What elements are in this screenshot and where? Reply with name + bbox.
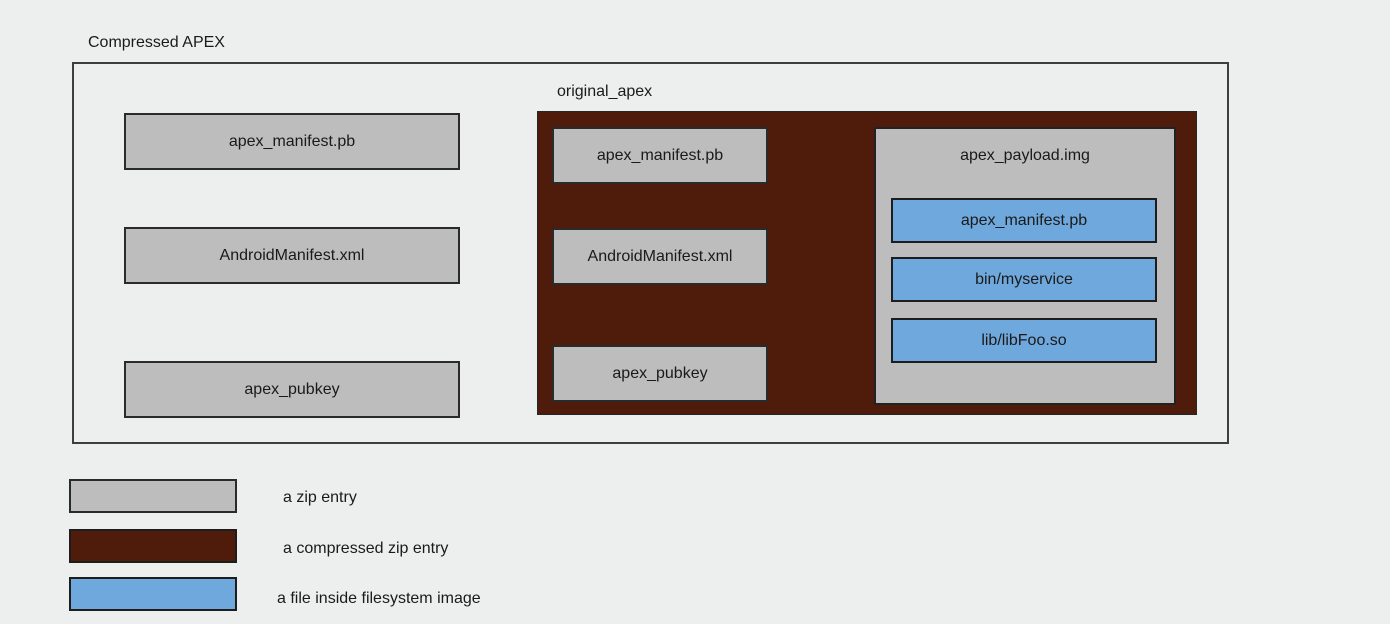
legend-swatch-compressed-zip-entry [69,529,237,563]
original-apex-zip-entry-apex-manifest: apex_manifest.pb [552,127,768,184]
legend-label-zip-entry: a zip entry [283,489,357,506]
payload-file-bin-myservice: bin/myservice [891,257,1157,302]
legend-swatch-zip-entry [69,479,237,513]
apex-payload-label: apex_payload.img [960,147,1090,164]
zip-entry-apex-pubkey: apex_pubkey [124,361,460,418]
original-apex-compressed-entry: apex_manifest.pb AndroidManifest.xml ape… [537,111,1197,415]
original-apex-zip-entry-apex-pubkey: apex_pubkey [552,345,768,402]
zip-entry-label: AndroidManifest.xml [219,246,365,264]
zip-entry-android-manifest: AndroidManifest.xml [124,227,460,284]
payload-file-apex-manifest: apex_manifest.pb [891,198,1157,243]
zip-entry-apex-manifest: apex_manifest.pb [124,113,460,170]
apex-payload-image: apex_payload.img apex_manifest.pb bin/my… [874,127,1176,405]
zip-entry-label: apex_pubkey [244,380,340,398]
payload-file-label: apex_manifest.pb [960,211,1088,229]
payload-file-lib-libfoo: lib/libFoo.so [891,318,1157,363]
legend-label-compressed-zip-entry: a compressed zip entry [283,540,449,557]
zip-entry-label: apex_manifest.pb [596,146,724,164]
zip-entry-label: AndroidManifest.xml [587,247,733,265]
diagram-title: Compressed APEX [88,34,225,51]
original-apex-zip-entry-android-manifest: AndroidManifest.xml [552,228,768,285]
original-apex-label: original_apex [557,83,653,100]
zip-entry-label: apex_pubkey [612,364,708,382]
compressed-apex-container [72,62,1229,444]
legend-swatch-filesystem-image-file [69,577,237,611]
zip-entry-label: apex_manifest.pb [228,132,356,150]
legend-label-filesystem-image-file: a file inside filesystem image [277,590,481,607]
payload-file-label: lib/libFoo.so [981,331,1067,349]
payload-file-label: bin/myservice [975,270,1073,288]
